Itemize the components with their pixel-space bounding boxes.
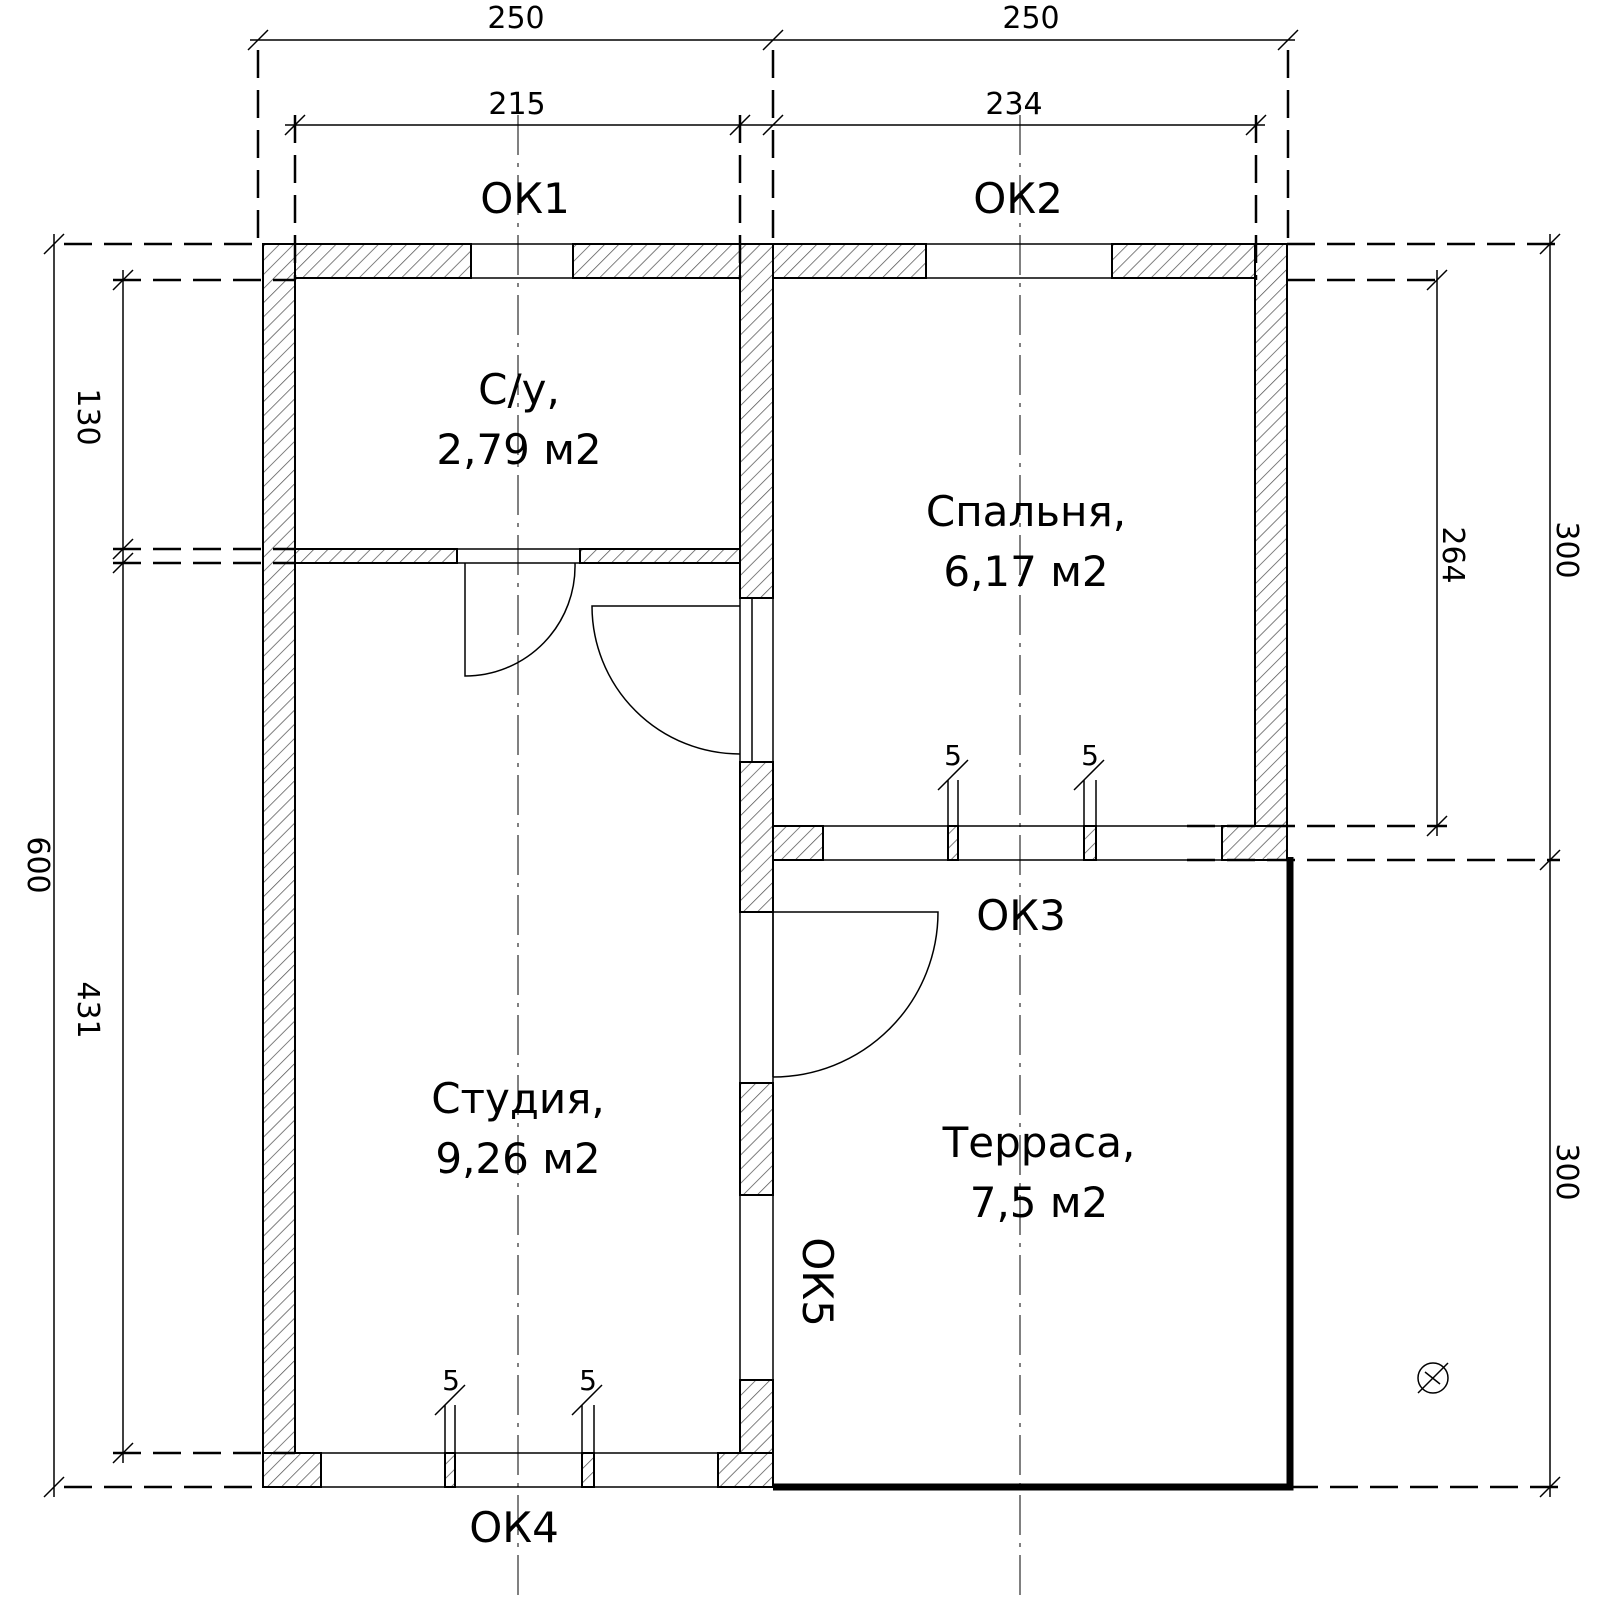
wall-partition-a — [294, 548, 458, 564]
dim-top-inner-left: 215 — [488, 87, 545, 122]
door-bedroom-swing — [591, 605, 741, 755]
dim-top-outer-right: 250 — [1002, 1, 1059, 36]
dim-gap-3: 5 — [442, 1364, 460, 1397]
axis-lines — [517, 115, 1021, 1600]
door-bathroom-swing — [464, 562, 576, 677]
window-label-ok1: ОК1 — [480, 174, 570, 223]
room-bedroom-name: Спальня, — [926, 487, 1126, 536]
dim-left-lower: 431 — [70, 981, 105, 1038]
wall-partition-b — [579, 548, 741, 564]
room-labels: С/у, 2,79 м2 Спальня, 6,17 м2 Студия, 9,… — [431, 365, 1135, 1227]
walls — [262, 243, 1288, 1488]
dim-right-inner: 264 — [1435, 526, 1470, 583]
wall-middle-2 — [739, 761, 774, 913]
room-bathroom-name: С/у, — [478, 365, 560, 414]
dim-gap-4: 5 — [579, 1364, 597, 1397]
window-label-ok3: ОК3 — [976, 891, 1066, 940]
room-studio-area: 9,26 м2 — [435, 1134, 600, 1183]
window-label-ok5: ОК5 — [793, 1237, 842, 1327]
wall-bottom-b — [717, 1452, 774, 1488]
door-terrace-swing — [772, 911, 939, 1078]
dim-gap-1: 5 — [944, 739, 962, 772]
dim-left-total: 600 — [20, 836, 55, 893]
dim-right-upper: 300 — [1549, 521, 1584, 578]
dim-top-outer-left: 250 — [487, 1, 544, 36]
dimension-labels: 250 250 215 234 600 130 431 264 300 300 … — [20, 1, 1584, 1397]
dim-gap-2: 5 — [1081, 739, 1099, 772]
wall-left — [262, 243, 296, 1488]
room-bedroom-area: 6,17 м2 — [943, 547, 1108, 596]
wall-middle-top — [739, 243, 774, 599]
terrace-outline — [773, 857, 1294, 1491]
wall-middle-3 — [739, 1082, 774, 1196]
north-arrow-icon — [1417, 1362, 1449, 1394]
wall-top-right-a — [772, 243, 927, 279]
wall-bedroom-bottom-a — [772, 825, 824, 861]
room-bathroom-area: 2,79 м2 — [436, 425, 601, 474]
window-labels: ОК1 ОК2 ОК3 ОК4 ОК5 — [469, 174, 1066, 1552]
dim-right-lower: 300 — [1549, 1143, 1584, 1200]
dimension-lines — [43, 29, 1561, 1498]
wall-bottom-a — [262, 1452, 322, 1488]
room-studio-name: Студия, — [431, 1074, 605, 1123]
room-terrace-name: Терраса, — [942, 1118, 1136, 1167]
extension-lines — [64, 50, 1560, 1489]
window-label-ok2: ОК2 — [973, 174, 1063, 223]
doors — [464, 562, 939, 1078]
room-terrace-area: 7,5 м2 — [970, 1178, 1109, 1227]
wall-right — [1254, 243, 1288, 859]
wall-bedroom-bottom-b — [1221, 825, 1288, 861]
window-label-ok4: ОК4 — [469, 1503, 559, 1552]
dim-left-upper: 130 — [70, 388, 105, 445]
dim-top-inner-right: 234 — [985, 87, 1042, 122]
